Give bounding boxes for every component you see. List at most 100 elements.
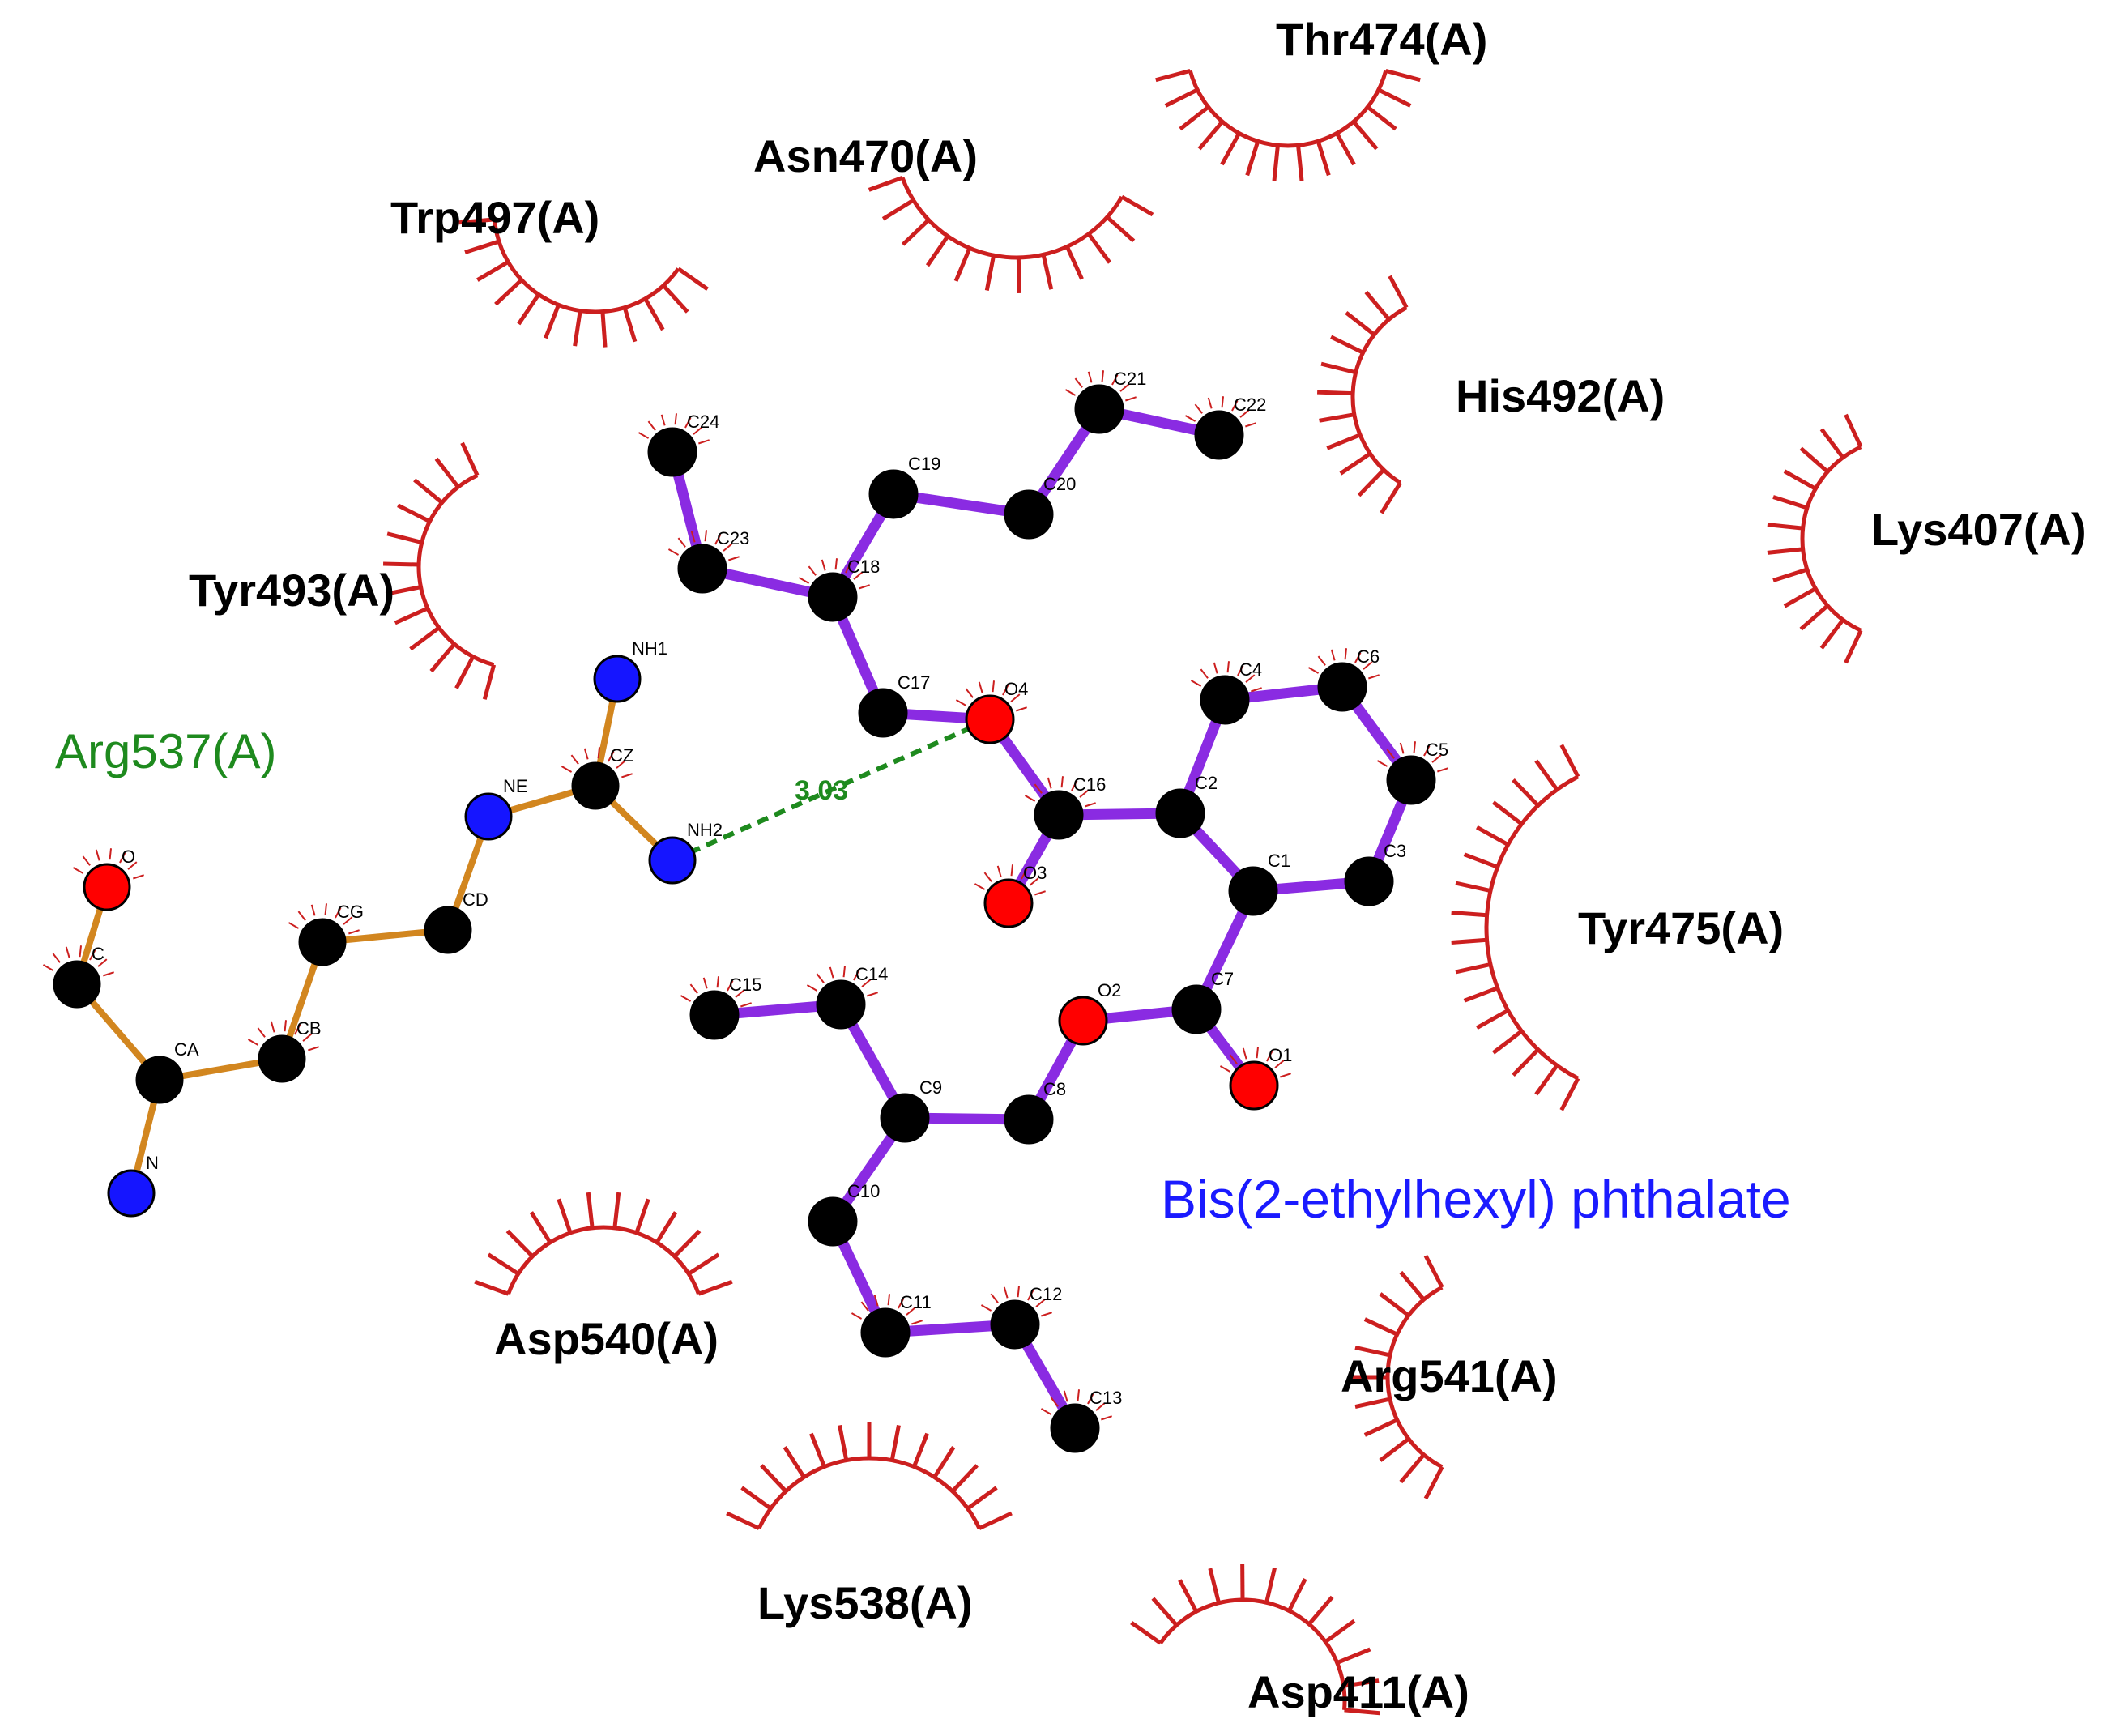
- arc-spike: [505, 1229, 535, 1258]
- arc-spike: [1179, 105, 1210, 131]
- arc-spike: [1783, 469, 1817, 491]
- arc-spike: [1354, 1345, 1391, 1358]
- arc-spike: [557, 1198, 573, 1234]
- arc-spike: [622, 306, 638, 343]
- contact-tick: [996, 865, 1002, 877]
- arc-line: [506, 1225, 701, 1295]
- arc-spike: [809, 1432, 826, 1468]
- atom-contact-mark: [1184, 396, 1256, 428]
- atom-c2: [1155, 788, 1205, 838]
- contact-tick: [728, 556, 740, 561]
- contact-tick: [1399, 742, 1405, 754]
- arc-spike: [687, 1252, 720, 1276]
- arc-spike: [494, 278, 523, 306]
- arc-spike: [1379, 1292, 1410, 1317]
- contact-tick: [343, 916, 353, 925]
- atoms: [42, 370, 1448, 1453]
- atom-c21: [1074, 384, 1124, 434]
- contact-tick: [845, 562, 852, 574]
- contact-tick: [335, 907, 342, 919]
- contact-tick: [667, 548, 680, 556]
- arc-spike: [1377, 87, 1412, 108]
- contact-tick: [1002, 685, 1009, 696]
- contact-tick: [82, 855, 91, 866]
- contact-tick: [1431, 754, 1442, 763]
- arc-spike: [1451, 937, 1487, 945]
- hydrophobic-arc: [1767, 413, 1863, 664]
- arc-spike: [429, 642, 456, 673]
- contact-tick: [1034, 890, 1046, 896]
- atom-cb: [258, 1034, 306, 1083]
- arc-spike: [517, 293, 541, 326]
- arc-spike: [1296, 145, 1304, 181]
- arc-line: [492, 219, 680, 314]
- contact-tick: [1256, 1047, 1260, 1059]
- arc-spike: [413, 478, 444, 505]
- bonds: [74, 403, 1417, 1434]
- atom-contact-mark: [1064, 370, 1137, 402]
- residue-label: Thr474(A): [1276, 14, 1487, 65]
- contact-tick: [348, 929, 360, 935]
- arc-spike: [476, 260, 510, 282]
- contact-tick: [684, 417, 692, 429]
- arc-spike: [1799, 604, 1829, 631]
- contact-tick: [103, 971, 114, 977]
- contact-tick: [1231, 400, 1239, 412]
- arc-spike: [1463, 986, 1499, 1003]
- contact-tick: [1095, 1402, 1106, 1411]
- contact-tick: [1237, 665, 1244, 676]
- arc-spike: [1326, 433, 1362, 450]
- contact-tick: [52, 953, 61, 963]
- atom-contact-mark: [1376, 741, 1448, 773]
- arc-spike: [1120, 194, 1154, 217]
- atom-c20: [1004, 489, 1054, 540]
- contact-tick: [297, 911, 306, 921]
- arc-spike: [397, 503, 431, 523]
- contact-tick: [1040, 1408, 1052, 1415]
- contact-tick: [247, 1039, 259, 1046]
- contact-tick: [133, 874, 144, 880]
- atom-label: N: [146, 1153, 159, 1173]
- atom-cg: [298, 918, 347, 966]
- arc-spike: [1220, 132, 1241, 166]
- contact-tick: [1087, 371, 1093, 383]
- arc-spike: [838, 1424, 849, 1461]
- arc-spike: [1317, 390, 1354, 396]
- contact-tick: [1101, 370, 1105, 382]
- atom-label: CA: [174, 1039, 199, 1060]
- residue-label: Asn470(A): [753, 130, 978, 181]
- contact-tick: [689, 983, 698, 994]
- contact-tick: [288, 922, 300, 929]
- contact-tick: [1423, 745, 1431, 757]
- contact-tick: [867, 992, 878, 997]
- contact-tick: [983, 872, 992, 882]
- contact-tick: [1207, 397, 1213, 409]
- arc-spike: [1319, 412, 1355, 423]
- contact-tick: [1087, 1393, 1094, 1405]
- arc-spike: [1343, 1678, 1380, 1688]
- arc-spike: [1475, 825, 1509, 847]
- atom-label: C13: [1090, 1388, 1122, 1408]
- arc-spike: [643, 297, 665, 331]
- contact-tick: [829, 966, 834, 979]
- contact-tick: [1027, 1290, 1034, 1301]
- arc-spike: [1245, 140, 1260, 177]
- arc-spike: [1345, 310, 1376, 337]
- contact-tick: [638, 432, 650, 439]
- contact-tick: [1376, 760, 1388, 767]
- contact-tick: [1221, 396, 1225, 408]
- arc-spike: [697, 1279, 733, 1296]
- arc-spike: [612, 1192, 621, 1229]
- arc-spike: [1388, 275, 1409, 309]
- arc-spike: [1336, 1647, 1371, 1665]
- contact-tick: [723, 543, 733, 552]
- contact-tick: [270, 1021, 275, 1033]
- contact-tick: [906, 1307, 916, 1316]
- arc-spike: [1363, 1418, 1398, 1437]
- contact-tick: [310, 904, 316, 916]
- atom-label: CB: [296, 1018, 322, 1039]
- contact-tick: [72, 867, 84, 874]
- atom-c19: [868, 469, 919, 519]
- arc-spike: [1354, 1397, 1391, 1410]
- atom-contact-mark: [980, 1286, 1052, 1317]
